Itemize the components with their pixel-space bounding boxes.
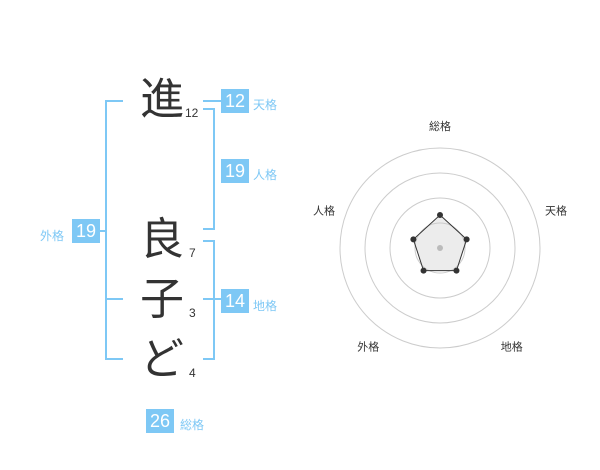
tenkaku-connector [203,100,221,102]
tenkaku-label: 天格 [253,98,278,112]
stroke-count-2: 7 [189,246,196,260]
stroke-count-4: 4 [189,366,196,380]
jinkaku-badge: 19 [221,159,249,183]
radar-point-1 [437,212,443,218]
radar-ring-4 [339,147,541,349]
name-char-2: 良 [140,214,184,265]
chikaku-bracket-top [203,240,215,242]
name-char-4: ど [140,334,184,385]
stroke-count-3: 3 [189,306,196,320]
name-char-1: 進 [140,74,184,125]
radar-ring-2 [389,197,491,299]
chikaku-bracket-vertical [213,240,215,360]
chikaku-bracket-bottom [203,358,215,360]
name-char-3: 子 [140,274,184,325]
radar-point-4 [420,267,427,274]
tenkaku-badge: 12 [221,89,249,113]
gaikaku-bracket-mid [105,298,123,300]
radar-axis-label-2: 天格 [545,203,567,217]
soukaku-badge: 26 [146,409,174,433]
jinkaku-bracket-bottom [203,228,215,230]
radar-ring-1 [414,222,466,274]
chikaku-connector [203,298,221,300]
radar-ring-3 [364,172,516,324]
radar-axis-label-5: 人格 [313,203,335,217]
radar-axis-label-4: 外格 [357,340,379,354]
gaikaku-bracket-top [105,100,123,102]
jinkaku-bracket-vertical [213,108,215,230]
soukaku-label: 総格 [180,418,205,432]
stroke-count-1: 12 [185,106,199,120]
gaikaku-connector [97,230,107,232]
radar-center-dot [437,245,443,251]
radar-point-5 [410,236,417,243]
radar-point-3 [453,267,460,274]
radar-data-polygon [412,214,468,272]
chikaku-label: 地格 [253,299,278,313]
chikaku-badge: 14 [221,289,249,313]
jinkaku-label: 人格 [253,168,278,182]
radar-point-2 [463,236,470,243]
jinkaku-bracket-top [203,108,215,110]
gaikaku-label: 外格 [40,229,65,243]
gaikaku-bracket-bottom [105,358,123,360]
gaikaku-badge: 19 [72,219,100,243]
radar-axis-label-1: 総格 [429,119,451,133]
radar-axis-label-3: 地格 [501,340,523,354]
